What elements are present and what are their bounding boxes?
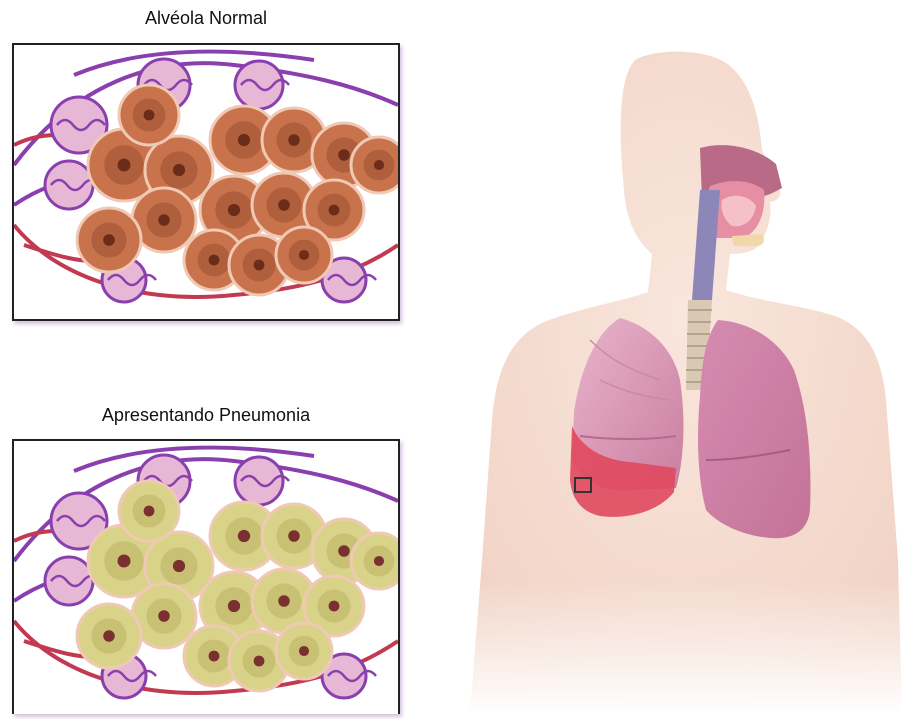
human-torso-respiratory-figure <box>430 40 902 714</box>
alveolus <box>119 85 179 145</box>
alveolus <box>119 481 179 541</box>
normal-alveoli-panel <box>12 43 400 321</box>
normal-alveoli-title: Alvéola Normal <box>12 8 400 29</box>
alveolus <box>276 227 332 283</box>
alveolus <box>276 623 332 679</box>
pneumonia-alveoli-illustration <box>14 441 398 714</box>
torso-illustration <box>430 40 902 714</box>
alveolus <box>351 533 398 589</box>
pneumonia-alveoli-title: Apresentando Pneumonia <box>12 405 400 426</box>
bottom-fade <box>430 580 902 714</box>
alveolus <box>77 208 141 272</box>
pneumonia-alveoli-panel <box>12 439 400 714</box>
normal-alveoli-illustration <box>14 45 398 319</box>
alveolus <box>351 137 398 193</box>
alveolus <box>77 604 141 668</box>
